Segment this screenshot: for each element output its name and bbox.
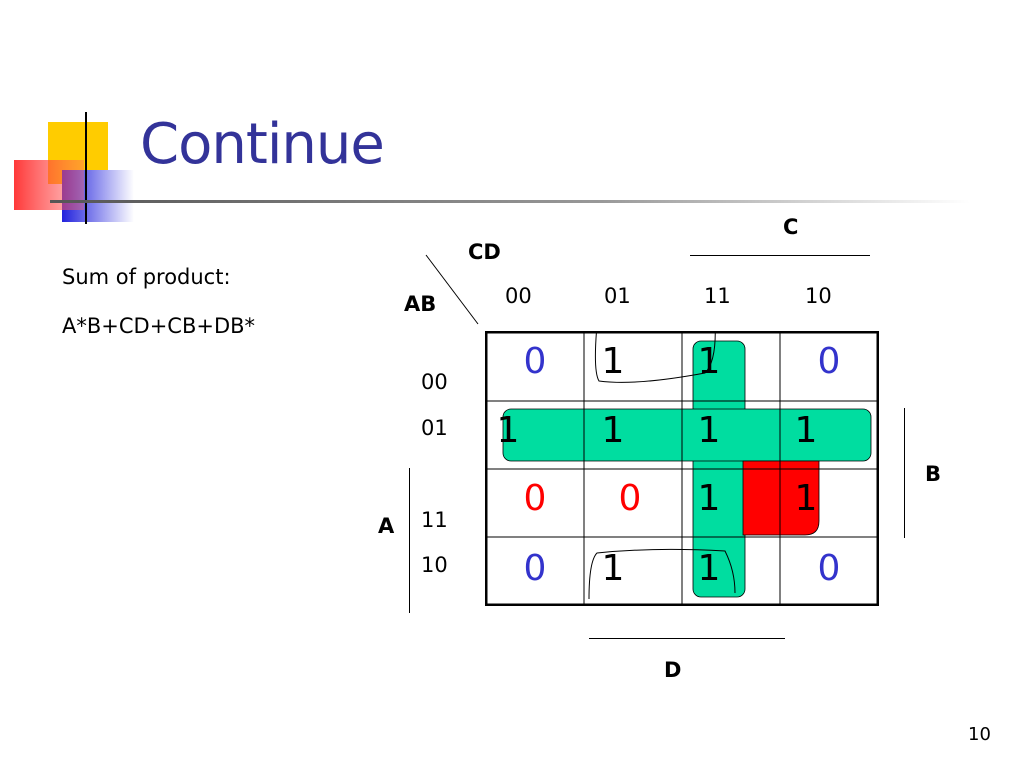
wrap-curve-bottom xyxy=(588,548,736,600)
kmap-cell-r3-c1: 1 xyxy=(601,548,625,589)
kmap-cell-r3-c2: 1 xyxy=(697,548,721,589)
col-header-10: 10 xyxy=(805,284,832,308)
d-range-bar xyxy=(589,638,785,639)
karnaugh-map xyxy=(485,331,879,606)
kmap-cell-r0-c0: 0 xyxy=(523,341,547,382)
row-header-00: 00 xyxy=(421,370,448,394)
col-header-11: 11 xyxy=(704,284,731,308)
row-header-01: 01 xyxy=(421,416,448,440)
deco-horizontal-line xyxy=(50,200,970,203)
a-range-bar xyxy=(409,468,410,613)
row-header-11: 11 xyxy=(421,508,448,532)
b-range-bar xyxy=(904,408,905,538)
kmap-cell-r0-c3: 0 xyxy=(817,341,841,382)
slide-title: Continue xyxy=(140,112,385,177)
kmap-cell-r0-c1: 1 xyxy=(601,341,625,382)
title-decoration xyxy=(14,112,970,224)
kmap-cell-r3-c3: 0 xyxy=(817,548,841,589)
d-variable-label: D xyxy=(664,658,682,682)
kmap-cell-r1-c0: 1 xyxy=(496,410,520,451)
kmap-cell-r2-c2: 1 xyxy=(697,478,721,519)
page-number: 10 xyxy=(968,724,991,745)
kmap-cell-r1-c3: 1 xyxy=(794,410,818,451)
kmap-cell-r1-c1: 1 xyxy=(601,410,625,451)
col-header-00: 00 xyxy=(505,284,532,308)
b-variable-label: B xyxy=(925,462,942,486)
row-header-10: 10 xyxy=(421,553,448,577)
kmap-cell-r0-c2: 1 xyxy=(697,341,721,382)
group-red-quad xyxy=(742,460,820,536)
ab-variable-label: AB xyxy=(404,292,437,316)
c-range-bar xyxy=(690,255,870,256)
group-row-01 xyxy=(502,408,872,462)
kmap-cell-r3-c0: 0 xyxy=(523,548,547,589)
cd-variable-label: CD xyxy=(468,240,501,264)
sum-of-product-expression: A*B+CD+CB+DB* xyxy=(62,314,256,338)
wrap-curve-top xyxy=(594,331,716,383)
kmap-cell-r2-c0: 0 xyxy=(523,478,547,519)
kmap-cell-r2-c3: 1 xyxy=(794,478,818,519)
sum-of-product-label: Sum of product: xyxy=(62,265,231,289)
kmap-cell-r1-c2: 1 xyxy=(697,410,721,451)
kmap-cell-r2-c1: 0 xyxy=(618,478,642,519)
corner-diagonal xyxy=(425,254,479,325)
a-variable-label: A xyxy=(378,514,395,538)
col-header-01: 01 xyxy=(604,284,631,308)
c-variable-label: C xyxy=(783,215,799,239)
